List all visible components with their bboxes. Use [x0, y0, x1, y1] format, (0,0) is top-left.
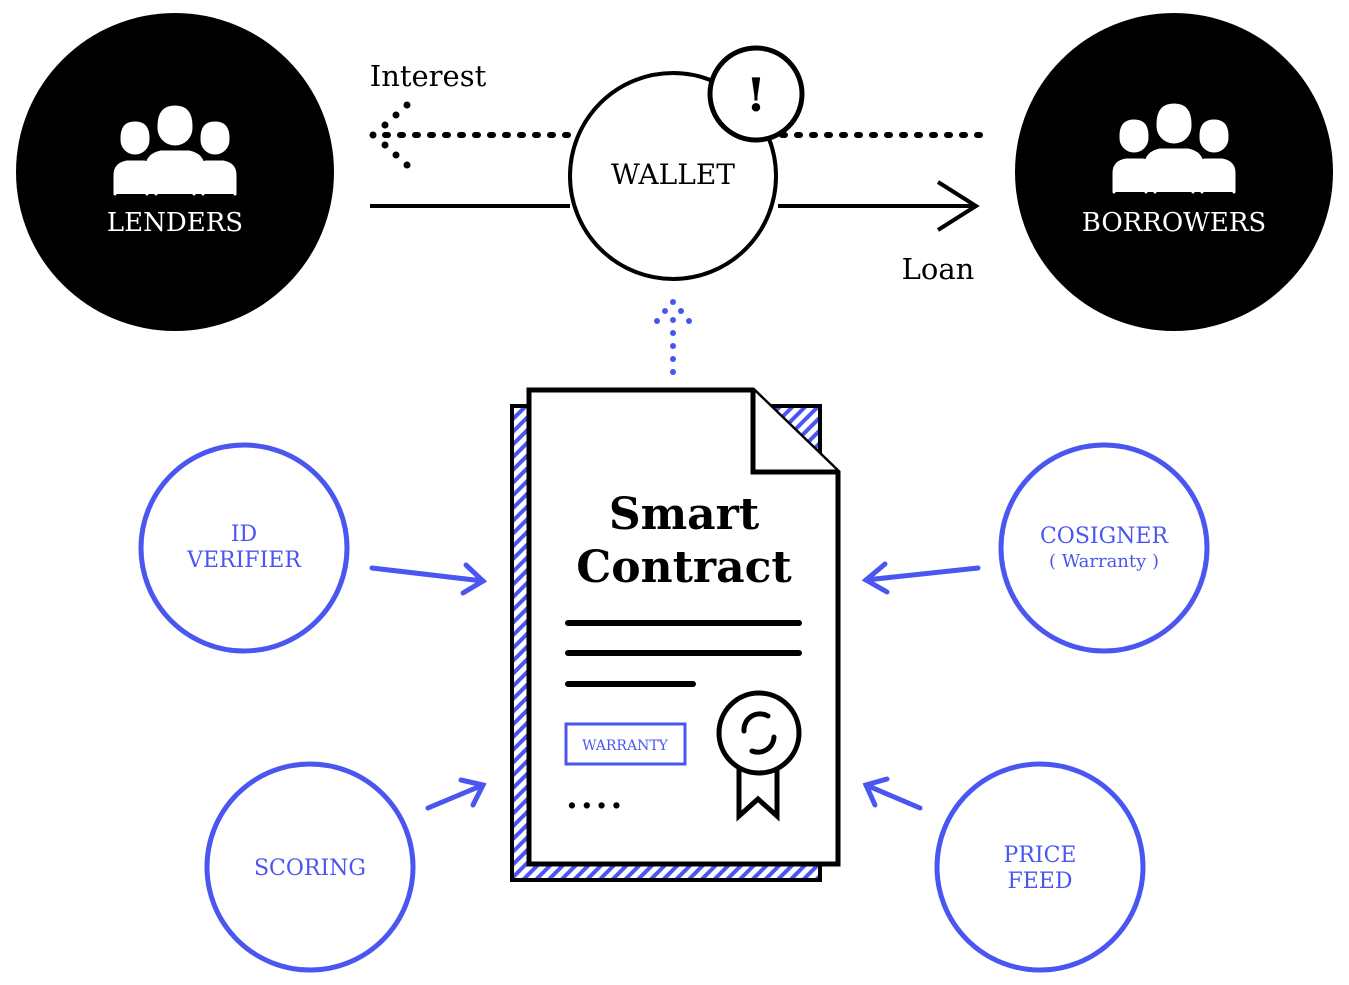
contract-title-line2: Contract — [576, 542, 792, 593]
lenders-label: LENDERS — [107, 208, 243, 238]
cosigner-label-line2: ( Warranty ) — [1049, 551, 1159, 572]
wallet-node: WALLET ! — [568, 45, 805, 281]
cosigner-arrow — [861, 561, 981, 595]
lenders-node: LENDERS — [16, 13, 334, 331]
cosigner-node: COSIGNER ( Warranty ) — [998, 442, 1210, 654]
interest-label: Interest — [370, 59, 487, 93]
loan-label: Loan — [902, 252, 975, 286]
price-feed-arrow — [862, 776, 923, 811]
interest-flow: Interest — [369, 59, 988, 169]
alert-icon: ! — [746, 68, 766, 122]
award-seal-icon — [716, 690, 802, 822]
borrowers-label: BORROWERS — [1082, 208, 1266, 238]
warranty-stamp: WARRANTY — [564, 722, 687, 766]
loan-arrowhead-icon — [936, 180, 980, 232]
id-verifier-arrowhead-icon — [460, 562, 488, 596]
price-feed-arrowhead-icon — [862, 776, 890, 808]
cosigner-label-line1: COSIGNER — [1040, 524, 1170, 549]
loan-flow: Loan — [370, 180, 980, 286]
wallet-label: WALLET — [611, 158, 735, 191]
contract-ellipsis: .... — [566, 777, 625, 817]
wallet-alert-badge: ! — [707, 45, 805, 143]
scoring-arrowhead-icon — [458, 777, 487, 808]
smart-contract-document: Smart Contract WARRANTY .... — [510, 387, 841, 882]
id-verifier-label-line2: VERIFIER — [186, 548, 302, 573]
scoring-node: SCORING — [204, 761, 416, 973]
interest-arrowhead-icon — [369, 101, 411, 169]
id-verifier-arrow — [369, 562, 488, 596]
contract-text-lines — [565, 620, 802, 687]
id-verifier-label-line1: ID — [231, 522, 257, 547]
price-feed-label-line1: PRICE — [1004, 843, 1077, 868]
contract-to-wallet-arrow — [654, 299, 692, 375]
page-fold-icon — [750, 390, 838, 475]
borrowers-node: BORROWERS — [1015, 13, 1333, 331]
price-feed-node: PRICE FEED — [934, 761, 1146, 973]
price-feed-label-line2: FEED — [1007, 869, 1072, 894]
contract-title-line1: Smart — [609, 489, 760, 540]
warranty-label: WARRANTY — [582, 738, 669, 754]
cosigner-arrowhead-icon — [861, 561, 890, 595]
scoring-arrow — [425, 777, 487, 811]
scoring-label: SCORING — [254, 856, 366, 881]
id-verifier-node: ID VERIFIER — [138, 442, 350, 654]
